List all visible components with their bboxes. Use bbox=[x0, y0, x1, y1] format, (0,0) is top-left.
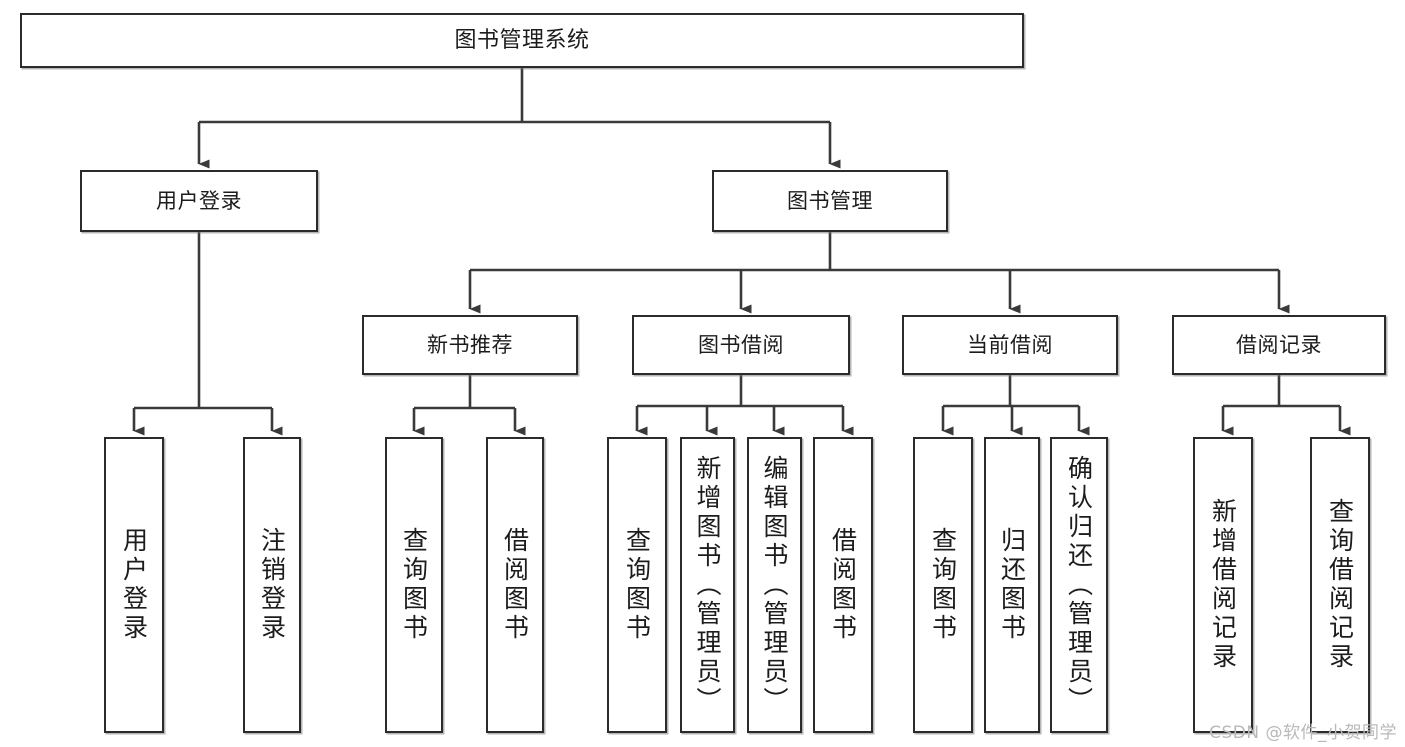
node-label: 查询图书 bbox=[399, 527, 429, 643]
node-label: 当前借阅 bbox=[967, 332, 1053, 357]
node-new-book-recommend[interactable]: 新书推荐 bbox=[362, 315, 578, 375]
leaf-borrow-book[interactable]: 借阅图书 bbox=[813, 437, 873, 733]
node-label: 归还图书 bbox=[997, 527, 1027, 643]
current-borrow-to-leaves-connectors bbox=[941, 375, 1090, 436]
node-label: 新增图书（管理员） bbox=[693, 454, 722, 716]
book-borrow-to-leaves-connectors bbox=[635, 375, 854, 436]
book-manage-to-level3-connectors bbox=[468, 232, 1290, 314]
node-label: 借阅记录 bbox=[1236, 332, 1322, 357]
node-label: 查询图书 bbox=[928, 527, 958, 643]
node-label: 编辑图书（管理员） bbox=[760, 454, 789, 716]
leaf-borrow-book-newbook[interactable]: 借阅图书 bbox=[486, 437, 544, 733]
leaf-user-login[interactable]: 用户登录 bbox=[104, 437, 164, 733]
leaf-return-book[interactable]: 归还图书 bbox=[984, 437, 1040, 733]
node-label: 借阅图书 bbox=[500, 527, 530, 643]
leaf-confirm-return-admin[interactable]: 确认归还（管理员） bbox=[1050, 437, 1108, 733]
borrow-record-to-leaves-connectors bbox=[1221, 375, 1351, 436]
node-label: 借阅图书 bbox=[828, 527, 858, 643]
node-label: 确认归还（管理员） bbox=[1064, 454, 1094, 716]
node-current-borrow[interactable]: 当前借阅 bbox=[902, 315, 1118, 375]
leaf-add-borrow-record[interactable]: 新增借阅记录 bbox=[1193, 437, 1253, 733]
leaf-query-book-newbook[interactable]: 查询图书 bbox=[385, 437, 443, 733]
node-borrow-record[interactable]: 借阅记录 bbox=[1172, 315, 1386, 375]
node-label: 用户登录 bbox=[119, 527, 149, 643]
node-label: 注销登录 bbox=[257, 527, 287, 643]
node-label: 用户登录 bbox=[156, 188, 242, 213]
leaf-logout-login[interactable]: 注销登录 bbox=[243, 437, 301, 733]
node-label: 查询借阅记录 bbox=[1325, 498, 1355, 672]
node-label: 图书管理系统 bbox=[454, 27, 590, 53]
node-label: 图书借阅 bbox=[698, 332, 784, 357]
leaf-query-borrow-record[interactable]: 查询借阅记录 bbox=[1310, 437, 1370, 733]
node-user-login[interactable]: 用户登录 bbox=[80, 170, 318, 232]
node-label: 新书推荐 bbox=[427, 332, 513, 357]
root-to-level2-connectors bbox=[197, 68, 841, 169]
leaf-query-book-borrow[interactable]: 查询图书 bbox=[607, 437, 667, 733]
new-book-to-leaves-connectors bbox=[412, 375, 526, 436]
node-label: 新增借阅记录 bbox=[1208, 498, 1238, 672]
leaf-query-book-current[interactable]: 查询图书 bbox=[913, 437, 973, 733]
node-root-system[interactable]: 图书管理系统 bbox=[20, 13, 1024, 68]
node-label: 查询图书 bbox=[622, 527, 652, 643]
node-label: 图书管理 bbox=[787, 188, 873, 213]
user-login-to-leaves-connectors bbox=[132, 232, 283, 436]
leaf-add-book-admin[interactable]: 新增图书（管理员） bbox=[680, 437, 735, 733]
leaf-edit-book-admin[interactable]: 编辑图书（管理员） bbox=[747, 437, 802, 733]
node-book-borrow[interactable]: 图书借阅 bbox=[632, 315, 850, 375]
node-book-management[interactable]: 图书管理 bbox=[712, 170, 948, 232]
